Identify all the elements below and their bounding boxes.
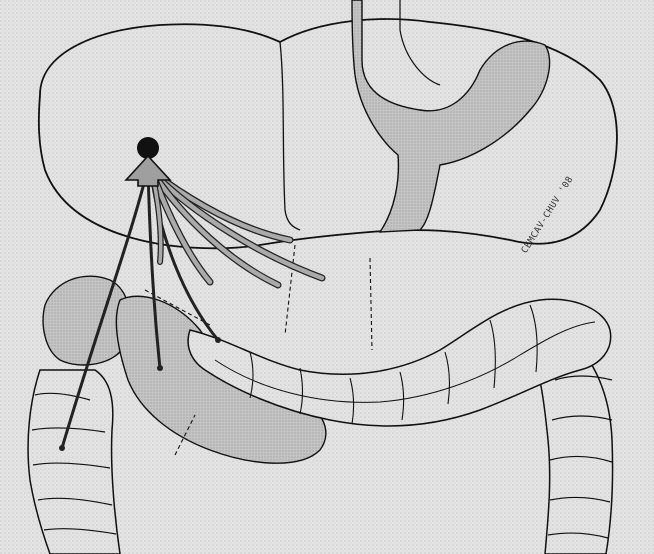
- ascending-colon: [28, 370, 120, 554]
- drain-tip-1: [59, 445, 65, 451]
- drain-tip-3: [215, 337, 221, 343]
- drain-tip-2: [157, 365, 163, 371]
